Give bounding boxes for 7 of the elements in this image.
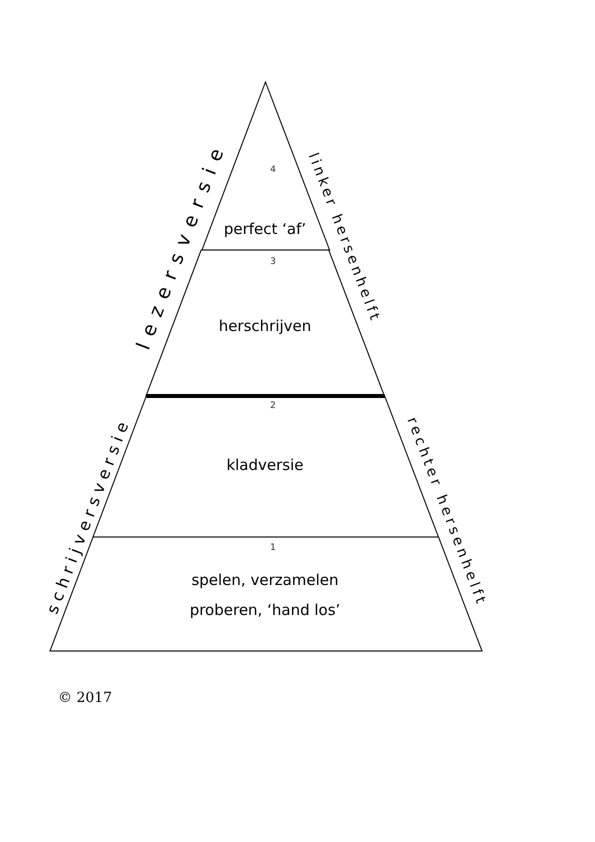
level-text: spelen, verzamelen proberen, ‘hand los’ [188,570,342,621]
level-number: 2 [270,401,276,411]
level-number: 4 [270,165,276,175]
copyright-note: © 2017 [58,690,112,706]
level-text: kladversie [225,455,305,476]
level-number: 3 [270,257,276,267]
level-number: 1 [270,543,276,553]
